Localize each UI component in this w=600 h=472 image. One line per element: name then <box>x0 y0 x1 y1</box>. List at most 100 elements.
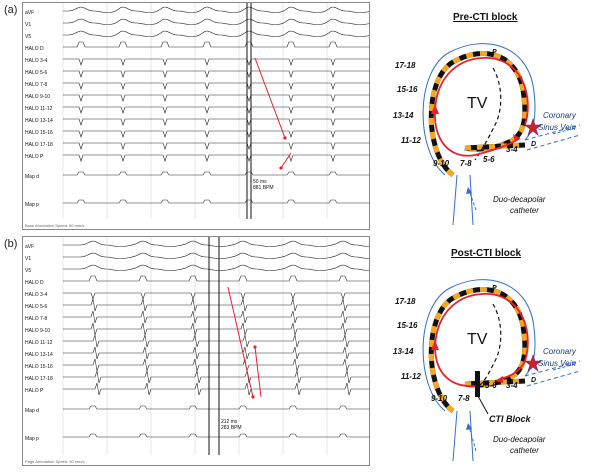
diagram-title-b: Post-CTI block <box>451 248 521 259</box>
pole-p-a: P <box>492 49 497 56</box>
ecg-trace <box>63 30 369 37</box>
diagram-svg-b: Post-CTI block TV P D 17-18 15-16 13-14 … <box>393 248 581 462</box>
pair-b-17-18: 17-18 <box>395 297 416 306</box>
activation-loop <box>434 57 529 157</box>
channel-label: V1 <box>25 22 31 28</box>
star-icon-b <box>524 354 542 372</box>
ecg-trace <box>63 106 369 114</box>
pole-d-b: D <box>531 377 536 384</box>
pair-a-3-4: 3-4 <box>506 145 518 154</box>
ecg-trace <box>63 154 369 162</box>
cs-label-b-1: Coronary <box>543 347 577 356</box>
channel-label: HALO P <box>25 388 44 394</box>
activation-arrowhead <box>251 395 255 399</box>
channel-label: HALO D <box>25 46 44 52</box>
ecg-trace <box>63 358 369 372</box>
channel-label: HALO 7-8 <box>25 82 47 88</box>
ecg-trace <box>63 6 369 13</box>
channel-label: HALO 13-14 <box>25 118 53 124</box>
channel-label: HALO 3-4 <box>25 58 47 64</box>
ecg-trace <box>63 199 369 204</box>
channel-label: HALO 17-18 <box>25 376 53 382</box>
channel-label: aVF <box>25 244 34 250</box>
activation-arrow-right <box>513 134 520 142</box>
catheter-arrow-line-b <box>468 425 477 452</box>
activation-arrow <box>254 57 286 139</box>
ecg-trace <box>63 298 369 312</box>
ecg-trace <box>63 292 369 300</box>
ecg-trace <box>63 70 369 78</box>
ecg-trace <box>63 346 369 360</box>
ecg-trace <box>63 433 369 438</box>
cs-arrow-line <box>552 127 576 135</box>
ecg-trace <box>63 322 369 336</box>
ecg-trace <box>63 275 369 282</box>
catheter-arrow-head-b <box>466 423 472 430</box>
pole-d-a: D <box>531 141 536 148</box>
channel-label: HALO 5-6 <box>25 70 47 76</box>
catheter-cs-electrodes-b <box>464 378 526 387</box>
pair-a-15-16: 15-16 <box>397 85 418 94</box>
cs-arrow-line-b <box>552 363 576 371</box>
channel-label: HALO 17-18 <box>25 142 53 148</box>
channel-label: HALO 7-8 <box>25 316 47 322</box>
channel-label: HALO P <box>25 154 44 160</box>
pair-b-11-12: 11-12 <box>401 372 421 381</box>
pair-a-5-6: 5-6 <box>483 155 495 164</box>
activation-arrow-up-b <box>431 340 439 350</box>
cti-block-bar <box>475 371 480 397</box>
cs-vessel-b <box>524 360 581 387</box>
activation-arrowhead <box>283 136 287 140</box>
ecg-trace <box>63 18 369 25</box>
ecg-trace <box>63 82 369 90</box>
ecg-trace <box>63 310 369 324</box>
channel-label: HALO 11-12 <box>25 340 53 346</box>
ecg-trace <box>63 334 369 348</box>
atrium-outline-b <box>422 279 536 412</box>
channel-label: Map d <box>25 174 39 180</box>
diagram-svg-a: Pre-CTI block TV P D 17-18 15-16 13-14 1… <box>393 12 581 226</box>
catheter-label-a-1: Duo-decapolar <box>493 195 546 204</box>
pair-a-13-14: 13-14 <box>393 111 414 120</box>
channel-label: V5 <box>25 268 31 274</box>
cs-label-a-2: Sinus Vein <box>538 123 577 132</box>
cs-label-b-2: Sinus Vein <box>538 359 577 368</box>
catheter-label-a-2: catheter <box>510 206 539 215</box>
panel-b-tag: (b) <box>4 238 18 250</box>
ecg-trace <box>63 130 369 138</box>
channel-label: V5 <box>25 34 31 40</box>
ivc-outline-b <box>452 410 474 462</box>
pair-a-11-12: 11-12 <box>401 136 421 145</box>
channel-label: HALO 13-14 <box>25 352 53 358</box>
channel-label: HALO 5-6 <box>25 304 47 310</box>
ecg-trace <box>63 264 369 271</box>
pair-b-15-16: 15-16 <box>397 321 418 330</box>
channel-label: HALO 15-16 <box>25 130 53 136</box>
inner-dashed-path-b <box>478 303 502 387</box>
activation-arrow <box>227 286 254 398</box>
panel-a-tag: (a) <box>4 4 18 16</box>
catheter-arrow-head <box>466 187 472 194</box>
activation-arrow <box>280 152 292 169</box>
chamber-label-a: TV <box>467 95 488 112</box>
ecg-trace <box>63 370 369 384</box>
activation-arrowhead <box>253 345 257 349</box>
chamber-label-b: TV <box>467 331 488 348</box>
ivc-outline <box>452 174 474 226</box>
pole-p-b: P <box>492 285 497 292</box>
catheter-electrodes <box>428 51 528 178</box>
catheter-cs-electrodes <box>464 142 526 151</box>
ecg-trace <box>63 41 369 48</box>
channel-label: HALO 9-10 <box>25 94 50 100</box>
pair-b-13-14: 13-14 <box>393 347 414 356</box>
channel-label: HALO 15-16 <box>25 364 53 370</box>
footer-text: Page Annotation Speed: 50 mm/s <box>25 459 85 464</box>
channel-label: HALO 3-4 <box>25 292 47 298</box>
channel-label: HALO 11-12 <box>25 106 53 112</box>
pair-a-17-18: 17-18 <box>395 61 416 70</box>
diagram-title-a: Pre-CTI block <box>453 12 518 23</box>
pair-a-9-10: 9-10 <box>433 159 450 168</box>
channel-label: V1 <box>25 256 31 262</box>
measure-ms: 212 ms <box>221 419 238 425</box>
